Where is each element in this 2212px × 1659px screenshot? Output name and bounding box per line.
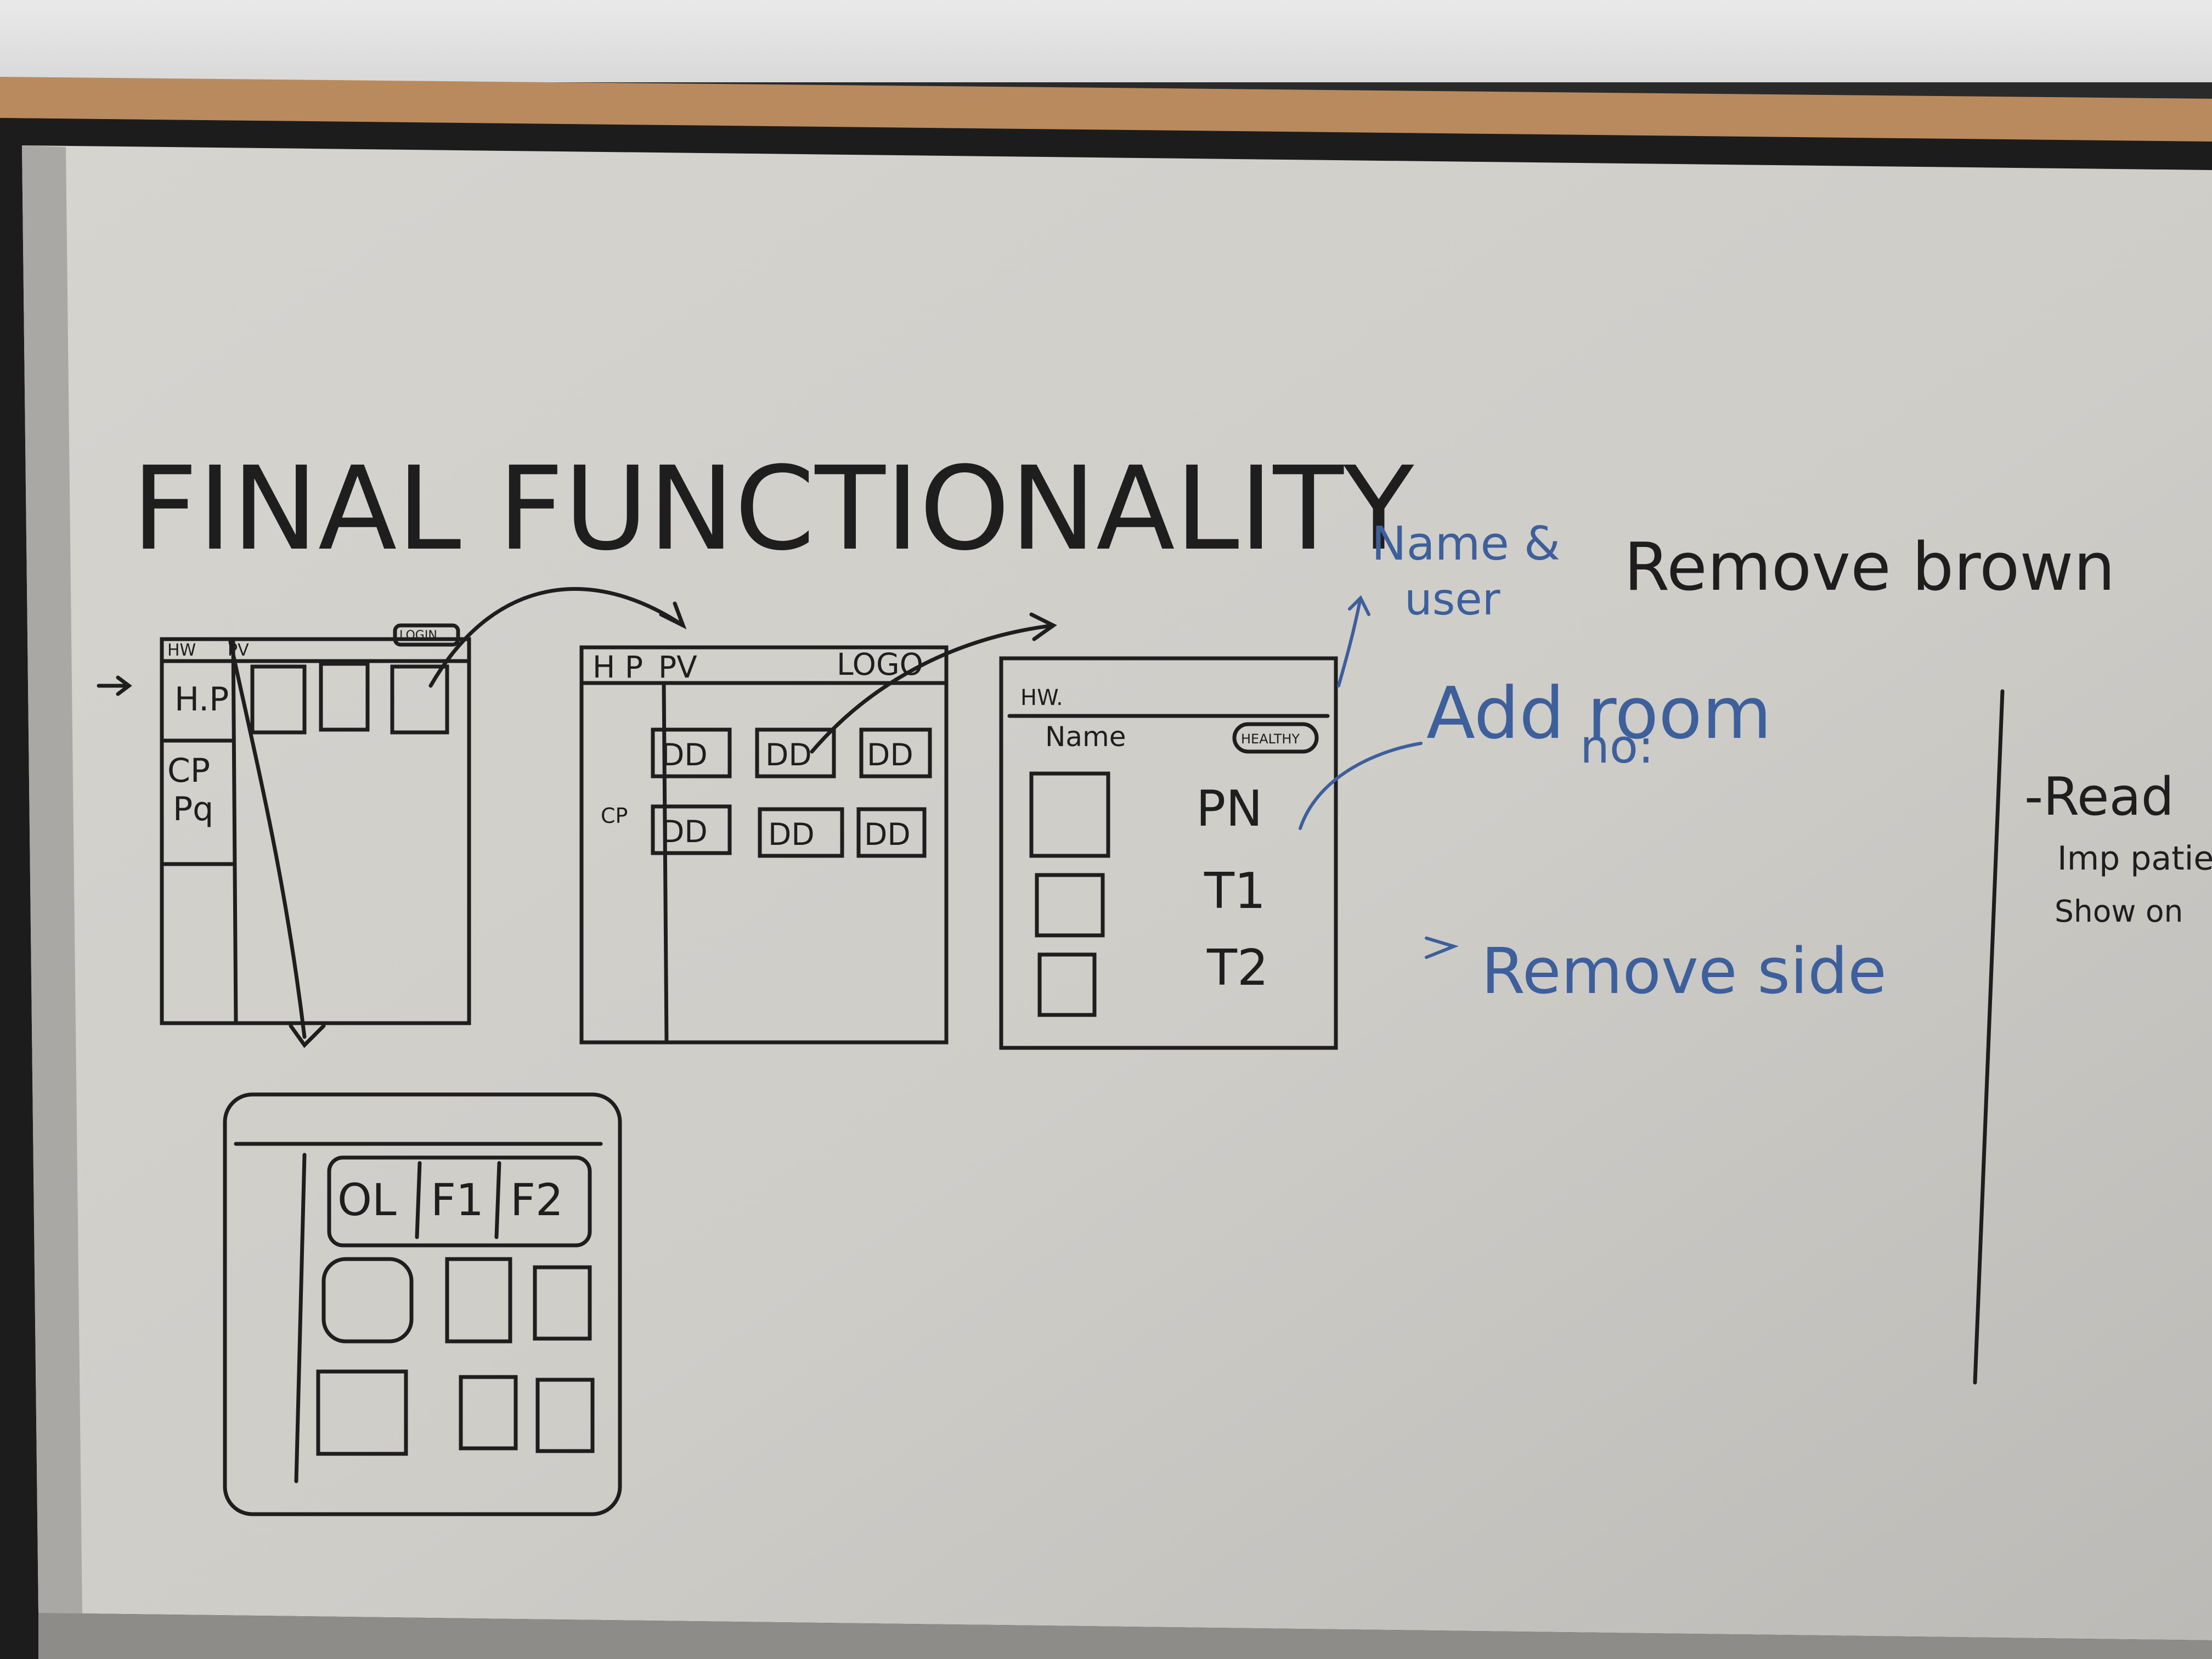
sketch1-side-pq: Pq — [173, 790, 213, 828]
sketch2-card-label-6: DD — [864, 817, 911, 852]
note-remove-side: Remove side — [1481, 935, 1887, 1008]
sketch-3-wireframe — [999, 656, 1338, 1050]
sketch1-side-cp: CP — [167, 752, 210, 790]
note-remove-brown: Remove brown — [1624, 529, 2115, 606]
sketch2-card-label-5: DD — [768, 817, 815, 852]
sketch-2-wireframe — [579, 612, 1057, 1045]
sketch2-nav-pv: PV — [658, 650, 697, 685]
sketch2-card-label-3: DD — [867, 737, 913, 772]
board-edge — [22, 145, 82, 1616]
sketch3-t2: T2 — [1206, 939, 1268, 997]
whiteboard-surface — [22, 145, 2212, 1640]
divider-line — [1973, 689, 2005, 1385]
cork-strip — [0, 77, 2212, 143]
heading-text: FINAL FUNCTIONALITY — [132, 442, 1414, 576]
blue-arrow-1 — [1337, 595, 1370, 687]
sketch2-card-label-4: DD — [661, 814, 708, 849]
sketch3-header: HW. — [1020, 685, 1063, 710]
sketch2-logout: LOGO — [837, 647, 923, 682]
sketch-1-wireframe — [97, 587, 687, 1048]
sketch1-login: LOGIN — [399, 629, 437, 642]
sketch-4-wireframe — [223, 1092, 622, 1516]
sketch3-pn: PN — [1196, 780, 1263, 838]
note-add-room-2: no: — [1580, 720, 1654, 774]
sketch3-name: Name — [1045, 721, 1126, 753]
sketch2-card-label-2: DD — [765, 737, 812, 772]
sketch1-tab-hw: HW — [167, 641, 196, 660]
note-add-room: Add room — [1426, 672, 1771, 755]
note-name-user: Name & — [1372, 517, 1560, 571]
sketch3-t1: T1 — [1204, 862, 1266, 920]
sketch3-status-badge: HEALTHY — [1241, 731, 1300, 747]
sketch2-nav-hp: H P — [592, 650, 643, 685]
blue-arrow-2 — [1299, 742, 1423, 830]
note-read-3: Show on — [2055, 894, 2183, 929]
sketch4-tab-f2: F2 — [510, 1175, 563, 1226]
sketch2-card-label-1: DD — [661, 737, 708, 772]
sketch4-tab-f1: F1 — [431, 1175, 484, 1226]
note-read-2: Imp patie — [2057, 839, 2212, 878]
marker-tray — [38, 1613, 2212, 1659]
sketch1-tab-pv: PV — [228, 641, 249, 660]
note-read: -Read — [2024, 767, 2174, 827]
wall — [0, 0, 2212, 82]
sketch1-side-hp: H.P — [174, 680, 229, 719]
blue-arrow-3 — [1425, 936, 1459, 959]
sketch4-tab-ol: OL — [337, 1175, 397, 1226]
sketch2-side-cp: CP — [601, 804, 628, 828]
note-name-user-2: user — [1404, 574, 1500, 625]
